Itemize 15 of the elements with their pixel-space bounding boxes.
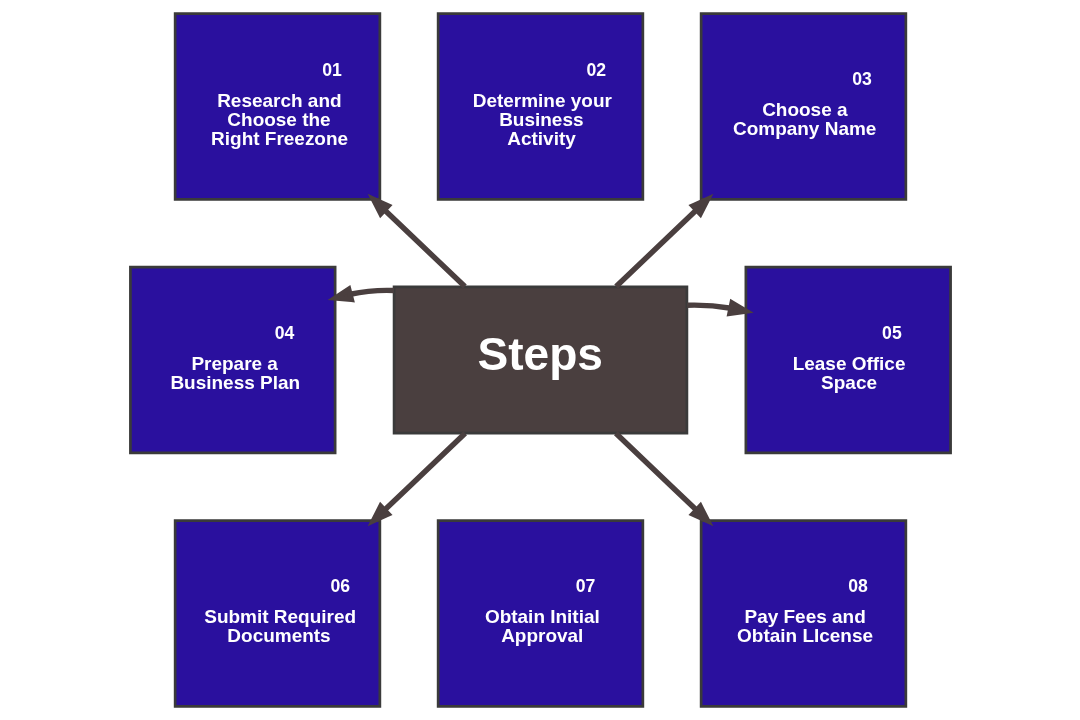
arrow	[613, 431, 713, 527]
arrow	[367, 193, 467, 289]
node-box: 07 Obtain Initial Approval	[436, 519, 644, 708]
arrow	[327, 284, 394, 303]
arrow	[686, 298, 754, 317]
node-box: 02 Determine your Business Activity	[436, 12, 644, 201]
node-box: Steps	[392, 285, 688, 435]
arrow	[613, 193, 713, 289]
node-box: 06 Submit Required Documents	[173, 519, 381, 708]
node-box: 04 Prepare a Business Plan	[128, 265, 336, 455]
node-box: 03 Choose a Company Name	[699, 12, 907, 201]
node-box: 08 Pay Fees and Obtain LIcense	[699, 519, 907, 708]
node-box: 01 Research and Choose the Right Freezone	[173, 12, 381, 201]
node-box: 05 Lease Office Space	[744, 265, 952, 455]
arrow	[367, 431, 467, 527]
